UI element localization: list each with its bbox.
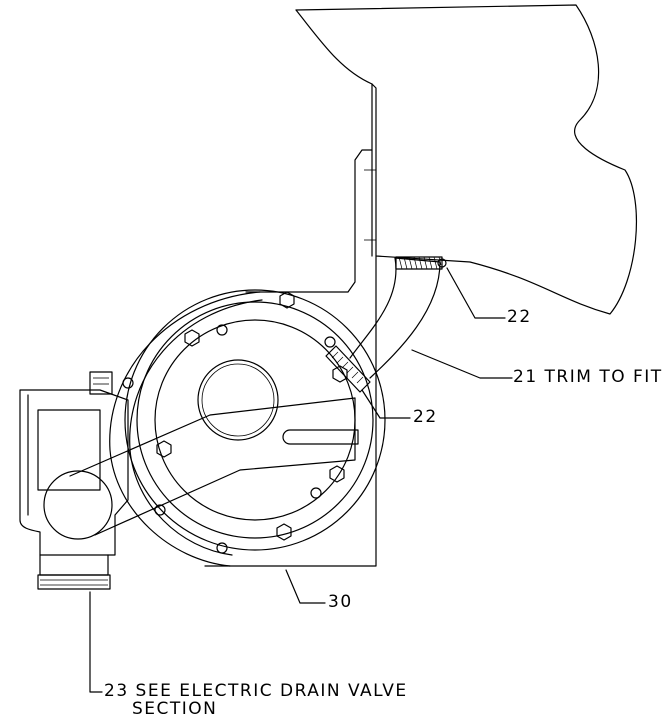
mounting-holes [122,324,322,554]
leader-lines [89,267,513,693]
callout-23-valve-line1: 23 SEE ELECTRIC DRAIN VALVE [104,681,408,701]
callout-22-top-clamp: 22 [507,307,532,327]
mounting-bracket [204,149,377,567]
hose-clamp-top [395,256,447,270]
drain-valve-assembly-drawing [19,4,638,693]
pump-housing [109,289,386,567]
electric-drain-valve [19,371,129,590]
drain-hose [349,257,441,379]
hose-clamp-lower [324,336,371,393]
callout-30-bracket: 30 [328,592,353,612]
callout-22-lower-clamp: 22 [413,407,438,427]
callout-23-valve-line2: SECTION [132,699,218,719]
callout-21-hose: 21 TRIM TO FIT [513,367,663,387]
flange-bolts [156,291,348,541]
drain-arm [43,397,359,540]
tank-body [295,4,638,315]
